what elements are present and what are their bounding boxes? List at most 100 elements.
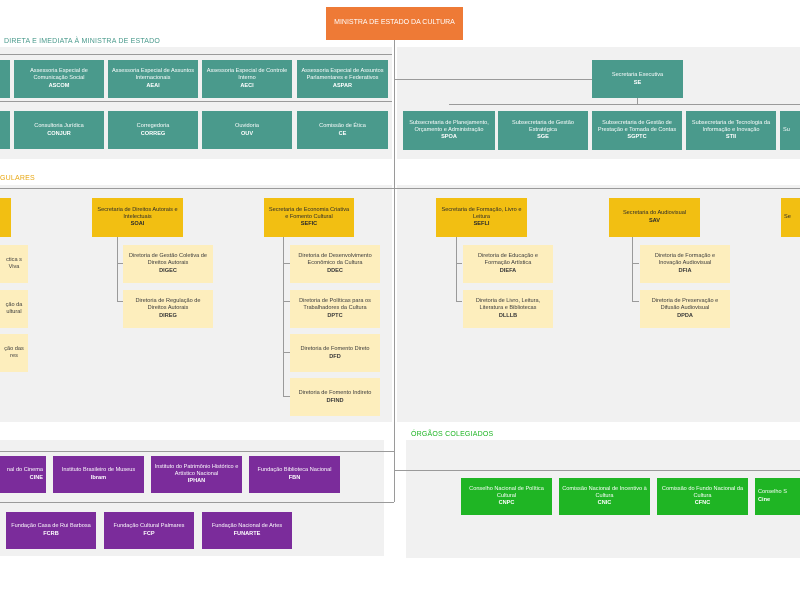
- sav-down-line: [632, 237, 633, 301]
- sav-tick-2: [632, 301, 639, 302]
- dptc-abbr: DPTC: [327, 312, 343, 319]
- sav-abbr: SAV: [648, 218, 661, 224]
- spoa-box[interactable]: Subsecretaria de Planejamento, Orçamento…: [403, 111, 495, 150]
- ddec-box[interactable]: Diretoria de Desenvolvimento Econômico d…: [290, 245, 380, 283]
- subsecretaria-partial-box[interactable]: Su: [780, 111, 800, 150]
- sav-box[interactable]: Secretaria do Audiovisual SAV: [609, 198, 700, 237]
- spoa-abbr: SPOA: [441, 134, 457, 141]
- se-connector: [395, 79, 592, 80]
- cnpc-name: Conselho Nacional de Política Cultural: [469, 485, 544, 499]
- ascom-box[interactable]: Assessoria Especial de Comunicação Socia…: [14, 60, 104, 98]
- cfnc-box[interactable]: Comissão do Fundo Nacional da Cultura CF…: [657, 478, 748, 515]
- cnic-name: Comissão Nacional de Incentivo à Cultura: [562, 485, 647, 499]
- ancine-box[interactable]: nal do Cinema CINE: [0, 456, 46, 493]
- fcrb-box[interactable]: Fundação Casa de Rui Barbosa FCRB: [6, 512, 96, 549]
- direg-abbr: DIREG: [159, 312, 177, 319]
- se-name: Secretaria Executiva: [611, 71, 664, 78]
- cnpc-box[interactable]: Conselho Nacional de Política Cultural C…: [461, 478, 552, 515]
- diefa-name: Diretoria de Educação e Formação Artísti…: [477, 253, 538, 266]
- funarte-box[interactable]: Fundação Nacional de Artes FUNARTE: [202, 512, 292, 549]
- secretaria-partial-left-box[interactable]: [0, 198, 11, 237]
- digec-name: Diretoria de Gestão Coletiva de Direitos…: [128, 253, 208, 266]
- cnpc-abbr: CNPC: [498, 500, 515, 507]
- fcp-box[interactable]: Fundação Cultural Palmares FCP: [104, 512, 194, 549]
- section-title-colegiados: ÓRGÃOS COLEGIADOS: [411, 431, 494, 438]
- diefa-box[interactable]: Diretoria de Educação e Formação Artísti…: [463, 245, 553, 283]
- dpda-box[interactable]: Diretoria de Preservação e Difusão Audio…: [640, 290, 730, 328]
- funarte-name: Fundação Nacional de Artes: [211, 523, 283, 530]
- diretoria-left-2-box[interactable]: ção da ultural: [0, 290, 28, 328]
- se-down-line: [637, 98, 638, 104]
- dfia-abbr: DFIA: [678, 267, 692, 274]
- dlllb-box[interactable]: Diretoria de Livro, Leitura, Literatura …: [463, 290, 553, 328]
- singulares-connector: [0, 188, 800, 189]
- secretaria-executiva-box[interactable]: Secretaria Executiva SE: [592, 60, 683, 98]
- diretoria-left-3-box[interactable]: ção das res: [0, 334, 28, 372]
- aeci-box[interactable]: Assessoria Especial de Controle Interno …: [202, 60, 292, 98]
- secretaria-partial-right-box[interactable]: Se: [781, 198, 800, 237]
- ce-name: Comissão de Ética: [319, 122, 366, 129]
- ddec-abbr: DDEC: [327, 267, 343, 274]
- sefli-box[interactable]: Secretaria de Formação, Livro e Leitura …: [436, 198, 527, 237]
- dfd-abbr: DFD: [329, 353, 341, 360]
- row2-connector: [0, 101, 392, 102]
- main-trunk-line: [394, 40, 395, 502]
- ddec-name: Diretoria de Desenvolvimento Econômico d…: [298, 253, 372, 266]
- sefli-down-line: [456, 237, 457, 301]
- dfd-name: Diretoria de Fomento Direto: [300, 345, 370, 352]
- sge-box[interactable]: Subsecretaria de Gestão Estratégica SGE: [498, 111, 588, 150]
- colegiados-connector: [394, 470, 800, 471]
- dfind-abbr: DFIND: [326, 397, 344, 404]
- sefic-tick-2: [283, 301, 290, 302]
- iphan-box[interactable]: Instituto do Patrimônio Histórico e Artí…: [151, 456, 242, 493]
- soai-tick-2: [117, 301, 123, 302]
- sefic-box[interactable]: Secretaria de Economia Criativa e Foment…: [264, 198, 354, 237]
- fbn-box[interactable]: Fundação Biblioteca Nacional FBN: [249, 456, 340, 493]
- dfd-box[interactable]: Diretoria de Fomento Direto DFD: [290, 334, 380, 372]
- sav-name: Secretaria do Audiovisual: [622, 210, 687, 217]
- fcrb-abbr: FCRB: [43, 531, 59, 537]
- conjur-box[interactable]: Consultoria Jurídica CONJUR: [14, 111, 104, 149]
- fbn-abbr: FBN: [288, 475, 301, 481]
- conselho-superior-cinema-box[interactable]: Conselho S Cine: [755, 478, 800, 515]
- secretaria-partial-right-name: Se: [784, 214, 791, 220]
- sefic-down-line: [283, 237, 284, 397]
- sefic-tick-4: [283, 396, 290, 397]
- aspar-box[interactable]: Assessoria Especial de Assuntos Parlamen…: [297, 60, 388, 98]
- cnic-box[interactable]: Comissão Nacional de Incentivo à Cultura…: [559, 478, 650, 515]
- ascom-abbr: ASCOM: [48, 82, 70, 89]
- dfia-name: Diretoria de Formação e Inovação Audiovi…: [654, 253, 716, 266]
- stii-box[interactable]: Subsecretaria de Tecnologia da Informaçã…: [686, 111, 776, 150]
- sgptc-box[interactable]: Subsecretaria de Gestão de Prestação e T…: [592, 111, 682, 150]
- dfind-box[interactable]: Diretoria de Fomento Indireto DFIND: [290, 378, 380, 416]
- dptc-box[interactable]: Diretoria de Políticas para os Trabalhad…: [290, 290, 380, 328]
- aeai-box[interactable]: Assessoria Especial de Assuntos Internac…: [108, 60, 198, 98]
- direg-name: Diretoria de Regulação de Direitos Autor…: [135, 298, 201, 311]
- row1-connector: [0, 54, 392, 55]
- soai-box[interactable]: Secretaria de Direitos Autorais e Intele…: [92, 198, 183, 237]
- se-abbr: SE: [633, 79, 642, 86]
- cfnc-abbr: CFNC: [694, 500, 711, 507]
- digec-box[interactable]: Diretoria de Gestão Coletiva de Direitos…: [123, 245, 213, 283]
- funarte-abbr: FUNARTE: [233, 531, 261, 537]
- fbn-name: Fundação Biblioteca Nacional: [257, 467, 332, 474]
- section-title-singulares: GULARES: [0, 175, 35, 182]
- assist2-box-partial[interactable]: [0, 111, 10, 149]
- aspar-abbr: ASPAR: [332, 82, 353, 89]
- ministra-de-estado-box[interactable]: MINISTRA DE ESTADO DA CULTURA: [326, 7, 463, 40]
- ce-box[interactable]: Comissão de Ética CE: [297, 111, 388, 149]
- sge-abbr: SGE: [537, 134, 549, 141]
- ce-abbr: CE: [338, 130, 347, 137]
- diretoria-left-1-box[interactable]: ctica s Viva: [0, 245, 28, 283]
- spoa-name: Subsecretaria de Planejamento, Orçamento…: [409, 119, 489, 133]
- assist-box-partial[interactable]: [0, 60, 10, 98]
- dfia-box[interactable]: Diretoria de Formação e Inovação Audiovi…: [640, 245, 730, 283]
- ouv-box[interactable]: Ouvidoria OUV: [202, 111, 292, 149]
- dpda-abbr: DPDA: [677, 312, 693, 319]
- aeci-name: Assessoria Especial de Controle Interno: [206, 68, 288, 81]
- correg-box[interactable]: Corregedoria CORREG: [108, 111, 198, 149]
- ibram-box[interactable]: Instituto Brasileiro de Museus Ibram: [53, 456, 144, 493]
- ouv-abbr: OUV: [240, 130, 254, 137]
- direg-box[interactable]: Diretoria de Regulação de Direitos Autor…: [123, 290, 213, 328]
- sefic-abbr: SEFIC: [300, 221, 318, 228]
